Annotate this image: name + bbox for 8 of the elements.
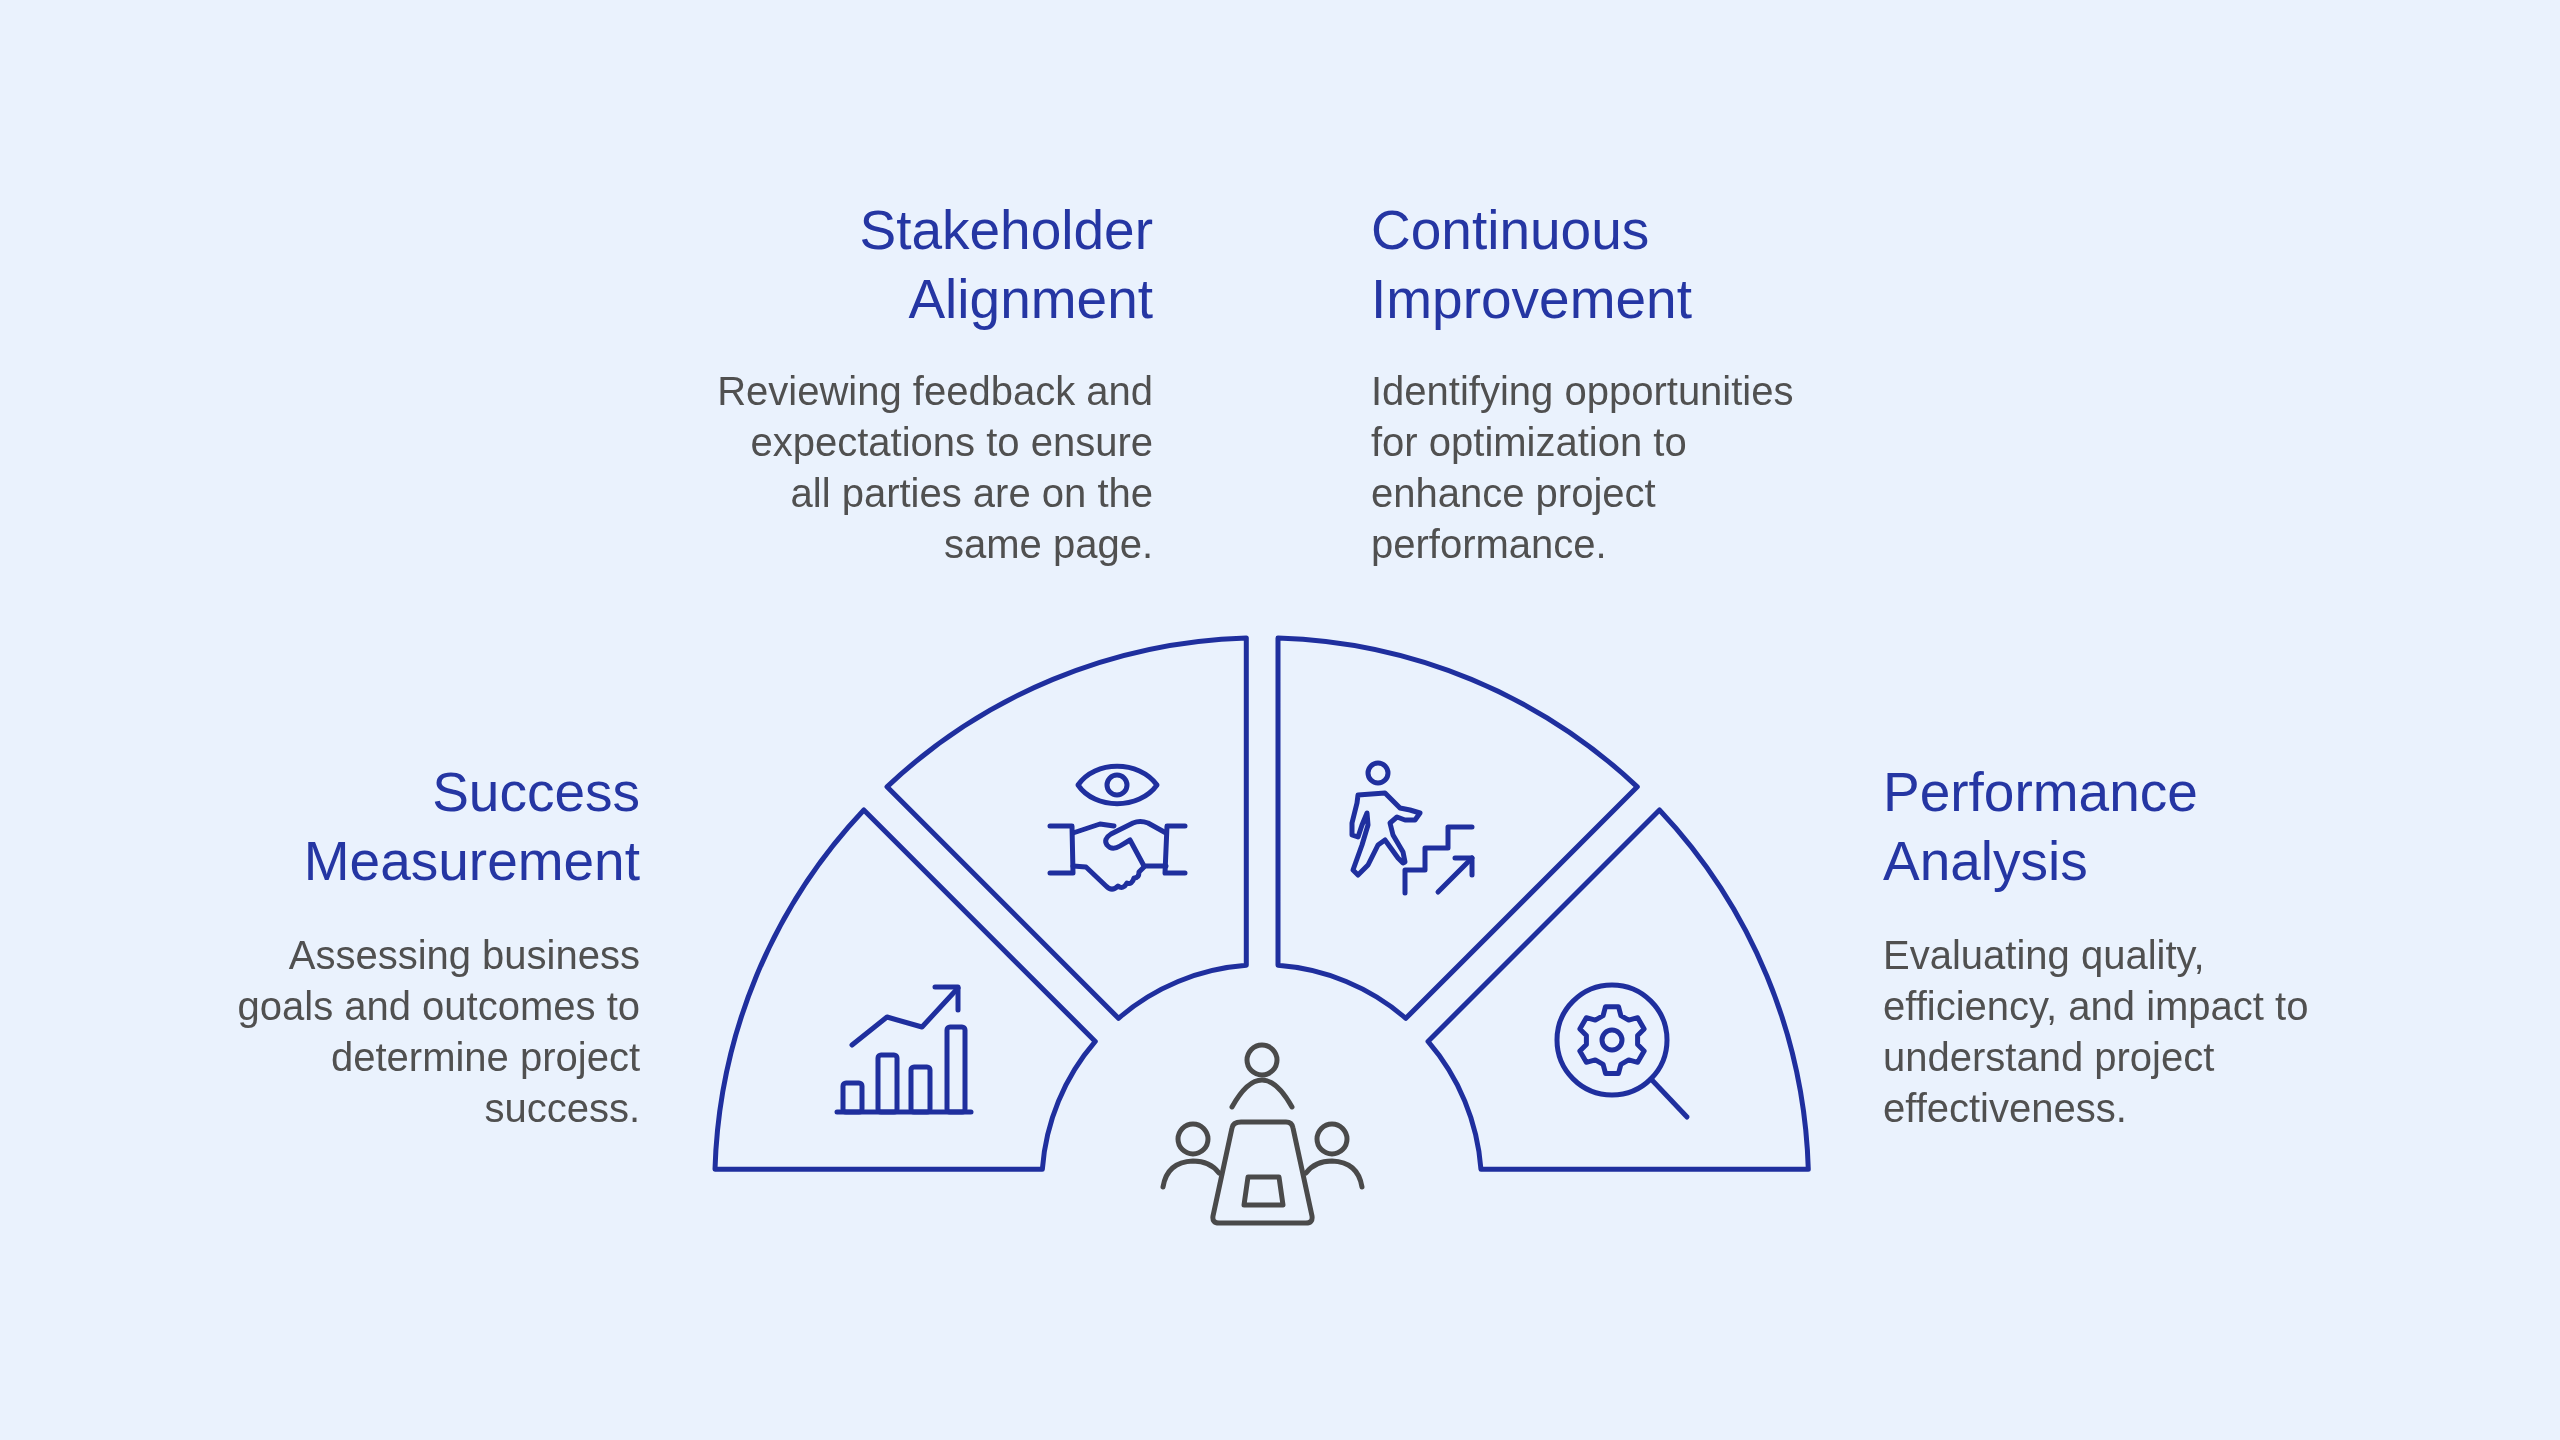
- segment-description: Reviewing feedback and expectations to ensure all parties are on the same page.: [716, 368, 1153, 568]
- segment-heading: Continuous Improvement: [1371, 198, 1693, 332]
- segment-heading: Stakeholder Alignment: [858, 198, 1153, 332]
- segment-description: Evaluating quality, efficiency, and impact to understand project effectiveness.: [1883, 932, 2310, 1132]
- segment-description: Assessing business goals and outcomes to determine project success.: [236, 932, 640, 1132]
- segment-heading: Performance Analysis: [1883, 760, 2199, 894]
- segment-description: Identifying opportunities for optimization to enhance project performance.: [1371, 368, 1795, 568]
- segment-heading: Success Measurement: [302, 760, 640, 894]
